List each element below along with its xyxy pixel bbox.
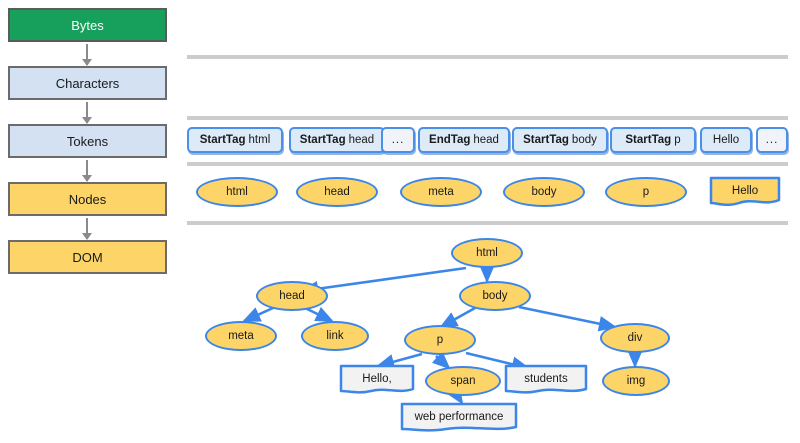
token-value: body xyxy=(571,134,597,146)
edge-head-meta xyxy=(242,306,274,323)
tree-node-link: link xyxy=(301,321,369,351)
node-label: head xyxy=(324,186,350,198)
pipeline-step-bytes: Bytes xyxy=(8,8,167,42)
row-separator-4 xyxy=(187,221,788,225)
node-label: body xyxy=(531,186,557,198)
row-separator-2 xyxy=(187,116,788,120)
token-chip-ellipsis: ... xyxy=(756,127,788,153)
edge-body-div xyxy=(518,305,618,332)
text-node-shape xyxy=(709,176,781,207)
node-meta: meta xyxy=(400,177,482,207)
tree-node-label: meta xyxy=(228,330,254,342)
tree-node-body: body xyxy=(459,281,531,311)
pipeline-arrow-3 xyxy=(82,160,92,182)
node-html: html xyxy=(196,177,278,207)
pipeline-step-label: DOM xyxy=(72,249,103,265)
tree-node-label: html xyxy=(476,247,498,259)
token-value: Hello xyxy=(712,134,740,146)
node-head: head xyxy=(296,177,378,207)
tree-text-node-web-performance: web performance xyxy=(400,402,518,434)
pipeline-step-label: Characters xyxy=(55,75,120,91)
tree-node-label: web performance xyxy=(414,410,504,423)
pipeline-arrow-1 xyxy=(82,44,92,66)
token-kind: StartTag xyxy=(523,134,569,146)
text-node-shape xyxy=(504,364,588,394)
pipeline-step-tokens: Tokens xyxy=(8,124,167,158)
tree-node-label: p xyxy=(436,334,444,346)
tree-node-label: span xyxy=(450,375,476,387)
tree-node-img: img xyxy=(602,366,670,396)
pipeline-step-characters: Characters xyxy=(8,66,167,100)
token-value: head xyxy=(473,134,499,146)
token-value: ... xyxy=(765,134,779,146)
token-chip-text: Hello xyxy=(700,127,752,153)
token-value: ... xyxy=(391,134,405,146)
pipeline-step-dom: DOM xyxy=(8,240,167,274)
tree-node-span: span xyxy=(425,366,501,396)
token-kind: StartTag xyxy=(299,134,346,146)
row-separator-1 xyxy=(187,55,788,59)
tree-node-label: img xyxy=(626,375,646,387)
text-node-shape xyxy=(339,364,415,394)
tree-node-head: head xyxy=(256,281,328,311)
pipeline-step-label: Tokens xyxy=(66,133,109,149)
edge-head-link xyxy=(304,306,334,323)
tree-node-label: students xyxy=(524,372,568,385)
tree-node-html: html xyxy=(451,238,523,268)
edge-p-span xyxy=(431,351,451,370)
tree-node-label: Hello, xyxy=(362,372,392,385)
node-label: html xyxy=(226,186,248,198)
node-label: p xyxy=(642,186,650,198)
edge-html-head xyxy=(299,266,467,297)
tree-node-p: p xyxy=(404,325,476,355)
edge-body-p xyxy=(439,306,476,329)
tree-node-div: div xyxy=(600,323,670,353)
node-label: Hello xyxy=(731,184,759,197)
tree-node-label: div xyxy=(627,332,643,344)
node-body: body xyxy=(503,177,585,207)
token-kind: StartTag xyxy=(625,134,672,146)
node-text-hello: Hello xyxy=(709,176,781,208)
token-chip-ellipsis: ... xyxy=(381,127,415,153)
tree-text-node-hello: Hello, xyxy=(339,364,415,396)
pipeline-step-nodes: Nodes xyxy=(8,182,167,216)
text-node-shape xyxy=(400,402,518,432)
pipeline-step-label: Nodes xyxy=(68,191,107,207)
tree-node-label: link xyxy=(326,330,344,342)
token-kind: EndTag xyxy=(429,134,471,146)
tree-text-node-students: students xyxy=(504,364,588,396)
token-kind: StartTag xyxy=(199,134,246,146)
node-label: meta xyxy=(428,186,454,198)
token-value: html xyxy=(248,134,271,146)
node-p: p xyxy=(605,177,687,207)
pipeline-step-label: Bytes xyxy=(71,17,104,33)
row-separator-3 xyxy=(187,162,788,166)
token-value: head xyxy=(348,134,375,146)
tree-node-meta: meta xyxy=(205,321,277,351)
pipeline-arrow-2 xyxy=(82,102,92,124)
tree-node-label: body xyxy=(482,290,508,302)
token-value: p xyxy=(674,134,681,146)
tree-node-label: head xyxy=(279,290,305,302)
pipeline-arrow-4 xyxy=(82,218,92,240)
